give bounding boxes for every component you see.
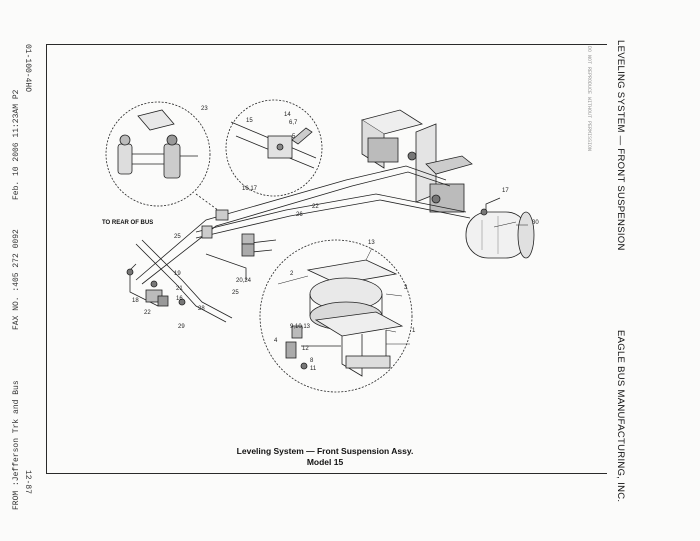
side-title-system: LEVELING SYSTEM — FRONT SUSPENSION: [615, 40, 626, 251]
label-9-10-13: 9,10,13: [290, 324, 311, 330]
label-19: 19: [174, 271, 181, 277]
diagram-frame: [46, 44, 607, 474]
caption-model: Model 15: [306, 457, 344, 467]
label-3: 3: [404, 285, 408, 291]
label-15: 15: [246, 118, 253, 124]
label-26: 26: [296, 212, 303, 218]
label-30: 30: [532, 220, 539, 226]
label-2: 2: [290, 271, 294, 277]
detail-circle-height-control: [225, 99, 323, 197]
label-22-bottom: 22: [144, 310, 151, 316]
side-title-manufacturer: EAGLE BUS MANUFACTURING, INC.: [615, 330, 626, 503]
fax-page-number: 12-87: [23, 470, 32, 495]
label-22: 22: [312, 204, 319, 210]
label-8: 8: [310, 358, 314, 364]
label-13: 13: [368, 240, 375, 246]
document-code: 01-100-4HO: [23, 44, 32, 93]
label-5: 5: [292, 134, 296, 140]
fax-number: FAX NO. :405 272 0092: [12, 229, 21, 330]
side-small-note: DO NOT REPRODUCE WITHOUT PERMISSION: [586, 46, 592, 152]
diagram-caption: Leveling System — Front Suspension Assy.…: [200, 446, 450, 468]
label-6-7: 6,7: [289, 120, 298, 126]
label-23: 23: [201, 106, 208, 112]
label-1: 1: [412, 328, 416, 334]
label-11: 11: [310, 366, 317, 372]
fax-date: Feb. 10 2006 11:23AM P2: [12, 89, 21, 200]
label-14: 14: [284, 112, 291, 118]
label-20-24: 20,24: [236, 278, 252, 284]
detail-circle-valves: [105, 101, 211, 207]
label-12: 12: [302, 346, 309, 352]
label-25-top: 25: [174, 234, 181, 240]
label-17: 17: [502, 188, 509, 194]
label-4: 4: [274, 338, 278, 344]
label-to-rear-of-bus: TO REAR OF BUS: [102, 220, 153, 226]
label-25-bottom: 25: [232, 290, 239, 296]
air-tank: [465, 211, 535, 259]
label-28: 28: [198, 306, 205, 312]
caption-title: Leveling System — Front Suspension Assy.: [236, 446, 414, 456]
label-18: 18: [132, 298, 139, 304]
label-16-17: 16,17: [242, 186, 258, 192]
fax-from: FROM :Jefferson Trk and Bus: [12, 380, 21, 510]
detail-circle-air-spring: [259, 239, 413, 393]
label-16: 16: [176, 296, 183, 302]
label-29: 29: [178, 324, 185, 330]
leveling-system-diagram: 23 15 14 6,7 5 16,17 TO REAR OF BUS 22 2…: [102, 99, 539, 393]
label-21: 21: [176, 286, 183, 292]
